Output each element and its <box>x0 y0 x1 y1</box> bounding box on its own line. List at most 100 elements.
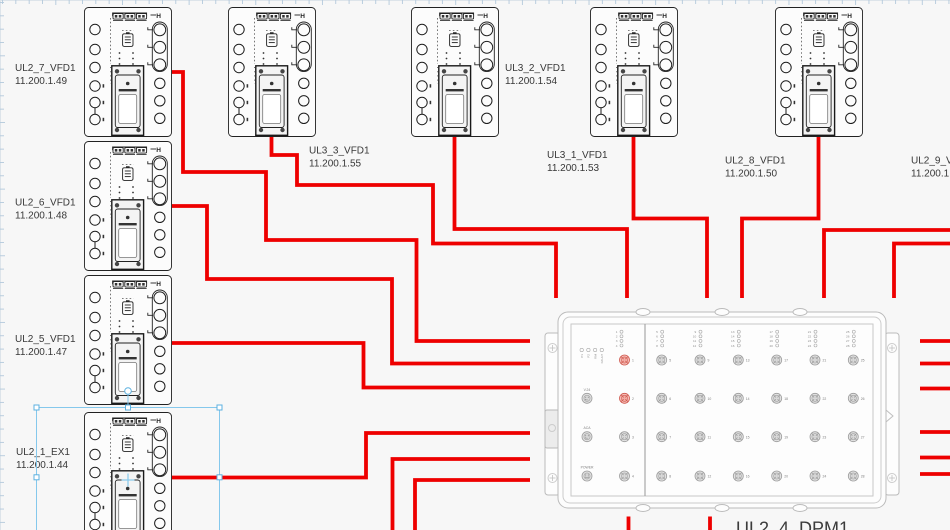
device-label: UL3_1_VFD1 <box>547 150 608 161</box>
dpm-port-3-number: 3 <box>632 435 634 439</box>
dpm-port-8-pin <box>662 476 666 480</box>
dpm-port-26-number: 26 <box>861 397 865 401</box>
dpm-port-21-pin <box>811 360 815 364</box>
wire-edge-right-b[interactable] <box>892 241 950 299</box>
dpm-port-25-number: 25 <box>861 359 865 363</box>
dpm-port-25-pin <box>849 356 853 360</box>
clamp-screw-icon <box>548 424 556 432</box>
chevron-notch-icon <box>885 409 894 423</box>
dpm-port-19-number: 19 <box>784 435 788 439</box>
dpm-port-19-pin <box>777 433 781 437</box>
dpm-tab <box>714 504 730 512</box>
led-num: 15 <box>731 339 735 343</box>
led-dot <box>851 329 856 334</box>
device-ip: 11.200.1. <box>911 169 950 180</box>
device-UL2_7_VFD1[interactable] <box>83 6 173 138</box>
dpm-port-11-pin <box>700 433 704 437</box>
selection-handle[interactable] <box>216 474 223 481</box>
dpm-tab <box>635 504 651 512</box>
led-num: 27 <box>846 339 850 343</box>
wire-UL2_7_VFD1[interactable] <box>172 70 530 343</box>
dpm-port-18-number: 18 <box>784 397 788 401</box>
dpm-port-24-pin <box>811 476 815 480</box>
dpm-port-10-pin <box>696 398 700 402</box>
wire-UL2_8_VFD1[interactable] <box>740 135 821 298</box>
wire-UL3_1_VFD1[interactable] <box>631 135 709 298</box>
wire-UL2_1_EX1[interactable] <box>172 431 530 480</box>
rotation-handle[interactable] <box>124 387 132 395</box>
dpm-port-8-pin <box>658 476 662 480</box>
status-label-RM: RM <box>593 354 597 359</box>
wire-UL3_3_VFD1[interactable] <box>269 135 558 298</box>
wire-UL2_6_VFD1[interactable] <box>172 204 530 366</box>
led-dot <box>813 339 818 343</box>
dpm-port-6-pin <box>658 394 662 398</box>
dpm-port-16-pin <box>738 472 742 476</box>
device-UL2_6_VFD1[interactable] <box>83 140 173 272</box>
selection-handle[interactable] <box>216 404 223 411</box>
led-dot <box>698 343 703 348</box>
selection-handle[interactable] <box>125 404 131 411</box>
dpm-port-27-pin <box>853 437 857 441</box>
device-UL3_3_VFD1[interactable] <box>227 6 317 138</box>
wire-edge-bottom-b[interactable] <box>413 478 530 530</box>
dpm-port-26-pin <box>849 394 853 398</box>
dpm-port-3-pin <box>625 433 629 437</box>
dpm-port-12-pin <box>696 476 700 480</box>
dpm-port-14-pin <box>738 394 742 398</box>
aux-pin <box>585 398 587 401</box>
dpm-port-20-pin <box>777 472 781 476</box>
dpm-port-7-pin <box>658 433 662 437</box>
status-led-P2 <box>586 347 591 352</box>
device-UL3_2_VFD1[interactable] <box>410 6 500 138</box>
status-label-P2: P2 <box>587 354 591 358</box>
dpm-port-15-pin <box>738 433 742 437</box>
led-num: 25 <box>846 330 850 334</box>
dpm-port-9-pin <box>700 360 704 364</box>
led-num: 24 <box>808 344 812 348</box>
dpm-port-9-pin <box>700 356 704 360</box>
led-num: 11 <box>693 339 696 343</box>
device-label: UL2_5_VFD1 <box>15 334 76 345</box>
led-dot <box>698 339 703 343</box>
dpm-port-9-pin <box>696 356 700 360</box>
dpm-port-23-pin <box>815 433 819 437</box>
led-dot <box>813 343 818 348</box>
selection-handle[interactable] <box>33 404 40 411</box>
device-label: UL3_2_VFD1 <box>505 63 566 74</box>
dpm-port-13-pin <box>738 356 742 360</box>
wire-UL3_2_VFD1[interactable] <box>452 135 629 298</box>
device-UL2_8_VFD1[interactable] <box>774 6 864 138</box>
dpm-port-26-pin <box>853 398 857 402</box>
dpm-port-10-pin <box>700 394 704 398</box>
led-dot <box>660 334 665 339</box>
dpm-port-19-pin <box>773 433 777 437</box>
led-num: 2 <box>616 335 618 339</box>
dpm-port-16-pin <box>738 476 742 480</box>
aux-pin <box>587 476 590 478</box>
led-dot <box>698 329 703 334</box>
wire-edge-right-a[interactable] <box>822 228 950 298</box>
aux-label-V.24: V.24 <box>584 388 591 392</box>
device-UL3_1_VFD1[interactable] <box>589 6 679 138</box>
dpm-port-23-pin <box>811 437 815 441</box>
led-num: 20 <box>769 344 773 348</box>
dpm-port-25-pin <box>853 356 857 360</box>
dpm-port-13-number: 13 <box>746 359 750 363</box>
aux-pin <box>587 474 590 476</box>
led-num: 8 <box>656 344 658 348</box>
led-dot <box>775 343 780 348</box>
device-UL2_1_EX1[interactable] <box>83 411 173 530</box>
status-led-FAULT <box>599 347 604 352</box>
selection-handle[interactable] <box>33 474 40 481</box>
dpm-mount-right <box>884 332 900 496</box>
wire-edge-bottom-a[interactable] <box>390 457 531 530</box>
device-label: UL2_9_VFD1 <box>911 156 950 167</box>
wire-UL2_5_VFD1[interactable] <box>172 341 530 390</box>
led-dot <box>619 329 624 334</box>
dpm-port-3-pin <box>625 437 629 441</box>
dpm-panel <box>570 323 874 497</box>
led-num: 18 <box>769 335 773 339</box>
device-UL2_5_VFD1[interactable] <box>83 274 173 406</box>
led-dot <box>736 339 741 343</box>
